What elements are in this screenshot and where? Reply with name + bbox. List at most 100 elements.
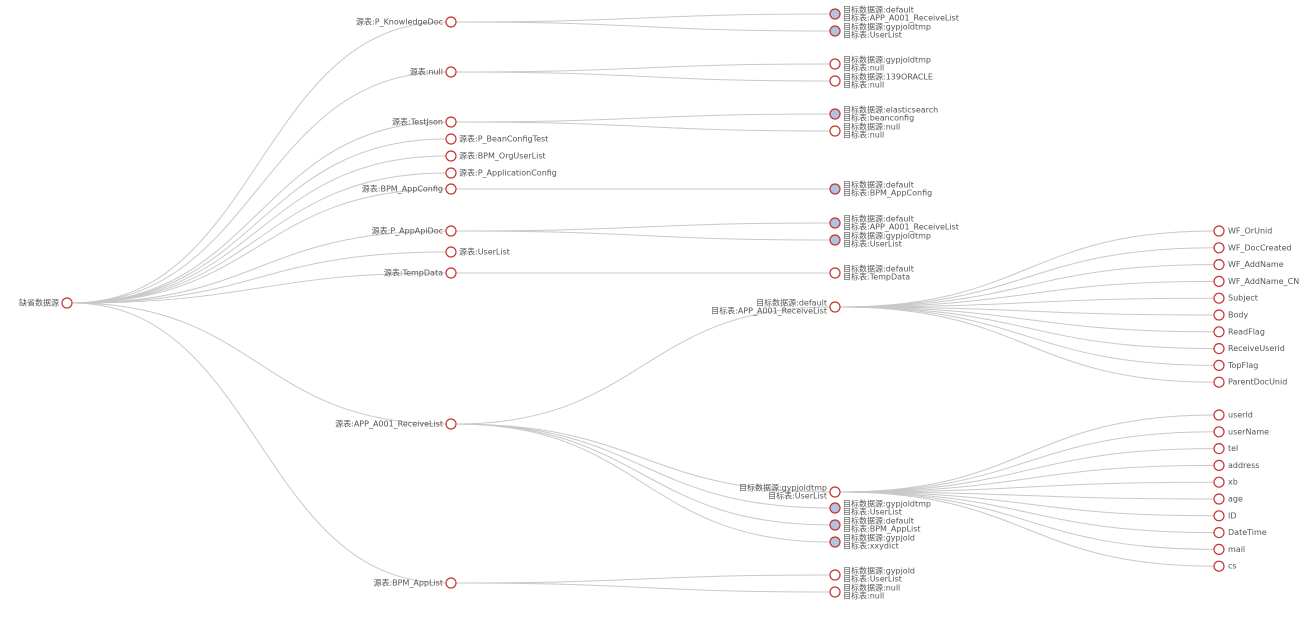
- target-node[interactable]: [829, 125, 841, 137]
- target-node[interactable]: [829, 75, 841, 87]
- field-node[interactable]: [1213, 426, 1225, 438]
- source-node[interactable]: [445, 225, 457, 237]
- field-label: mail: [1228, 545, 1245, 554]
- tree-link: [455, 71, 831, 82]
- tree-link: [71, 21, 447, 304]
- field-node[interactable]: [1213, 275, 1225, 287]
- target-node[interactable]: [829, 8, 841, 20]
- tree-link: [455, 113, 831, 123]
- field-label: userName: [1228, 427, 1269, 436]
- source-node[interactable]: [445, 267, 457, 279]
- tree-link: [455, 423, 831, 509]
- source-node[interactable]: [445, 577, 457, 589]
- target-label: 目标表:null: [843, 591, 884, 601]
- source-node[interactable]: [445, 116, 457, 128]
- field-node[interactable]: [1213, 292, 1225, 304]
- tree-link: [71, 138, 447, 304]
- field-label: WF_OrUnid: [1228, 227, 1272, 236]
- field-node[interactable]: [1213, 326, 1225, 338]
- field-node[interactable]: [1213, 560, 1225, 572]
- field-node[interactable]: [1213, 242, 1225, 254]
- source-label: 源表:null: [410, 67, 443, 77]
- target-label: 目标数据源:gypjold: [843, 533, 915, 543]
- tree-link: [71, 230, 447, 304]
- target-node[interactable]: [829, 217, 841, 229]
- field-node[interactable]: [1213, 493, 1225, 505]
- field-node[interactable]: [1213, 526, 1225, 539]
- tree-link: [71, 302, 447, 425]
- target-node[interactable]: [829, 536, 841, 548]
- field-label: Subject: [1228, 294, 1258, 303]
- field-label: TopFlag: [1227, 361, 1258, 370]
- tree-link: [839, 280, 1215, 308]
- tree-link: [455, 230, 831, 241]
- tree-link: [839, 230, 1215, 308]
- tree-link: [455, 423, 831, 543]
- source-node[interactable]: [445, 16, 457, 28]
- field-node[interactable]: [1213, 309, 1225, 321]
- target-node[interactable]: [829, 519, 841, 531]
- tree-link: [839, 306, 1215, 366]
- target-node[interactable]: [829, 486, 841, 498]
- tree-nodes: 缺省数据源源表:P_KnowledgeDoc目标数据源:default目标表:A…: [19, 5, 1299, 601]
- field-label: cs: [1228, 562, 1237, 571]
- tree-link: [839, 306, 1215, 316]
- field-label: Body: [1228, 311, 1248, 320]
- target-node[interactable]: [829, 25, 841, 37]
- field-label: xb: [1228, 478, 1238, 487]
- source-node[interactable]: [445, 167, 457, 179]
- target-label: 目标数据源:null: [843, 122, 900, 132]
- field-node[interactable]: [1213, 359, 1225, 371]
- field-label: tel: [1228, 444, 1238, 453]
- tree-link: [839, 306, 1215, 383]
- tree-link: [839, 306, 1215, 333]
- target-label: 目标数据源:gypjoldtmp: [843, 22, 931, 32]
- source-node[interactable]: [445, 150, 457, 162]
- target-node[interactable]: [829, 183, 841, 195]
- field-node[interactable]: [1213, 443, 1225, 455]
- tree-link: [71, 121, 447, 304]
- target-node[interactable]: [829, 301, 841, 313]
- field-node[interactable]: [1213, 459, 1225, 471]
- source-node[interactable]: [445, 418, 457, 430]
- target-node[interactable]: [829, 58, 841, 70]
- source-label: 源表:P_BeanConfigTest: [459, 134, 548, 144]
- target-node[interactable]: [829, 569, 841, 581]
- target-label: 目标数据源:gypjold: [843, 566, 915, 576]
- source-label: 源表:BPM_AppList: [373, 578, 443, 588]
- target-label: 目标数据源:default: [843, 516, 914, 526]
- source-node[interactable]: [445, 66, 457, 78]
- tree-link: [839, 491, 1215, 517]
- source-label: 源表:P_AppApiDoc: [372, 226, 443, 236]
- field-node[interactable]: [1213, 343, 1225, 355]
- root-node[interactable]: [61, 297, 73, 309]
- target-node[interactable]: [829, 502, 841, 514]
- field-node[interactable]: [1213, 259, 1225, 271]
- target-label: 目标表:UserList: [843, 574, 902, 584]
- tree-link: [839, 448, 1215, 493]
- field-node[interactable]: [1213, 510, 1225, 522]
- source-label: 源表:BPM_OrgUserList: [459, 151, 546, 161]
- source-node[interactable]: [445, 133, 457, 145]
- target-node[interactable]: [829, 108, 841, 120]
- target-node[interactable]: [829, 234, 841, 246]
- field-node[interactable]: [1213, 409, 1225, 421]
- field-node[interactable]: [1213, 225, 1225, 237]
- target-label: 目标数据源:gypjoldtmp: [843, 55, 931, 65]
- field-node[interactable]: [1213, 376, 1225, 388]
- tree-link: [71, 155, 447, 304]
- source-node[interactable]: [445, 183, 457, 195]
- target-label: 目标数据源:default: [843, 264, 914, 274]
- target-node[interactable]: [829, 267, 841, 279]
- tree-link: [71, 302, 447, 584]
- target-label: 目标表:beanconfig: [843, 113, 914, 123]
- source-node[interactable]: [445, 246, 457, 258]
- target-label: 目标数据源:default: [843, 214, 914, 224]
- target-node[interactable]: [829, 586, 841, 598]
- tree-link: [455, 574, 831, 584]
- field-node[interactable]: [1213, 476, 1225, 488]
- field-node[interactable]: [1213, 543, 1225, 556]
- target-label: 目标表:null: [843, 80, 884, 90]
- tree-link: [455, 306, 831, 425]
- field-label: ID: [1228, 511, 1237, 520]
